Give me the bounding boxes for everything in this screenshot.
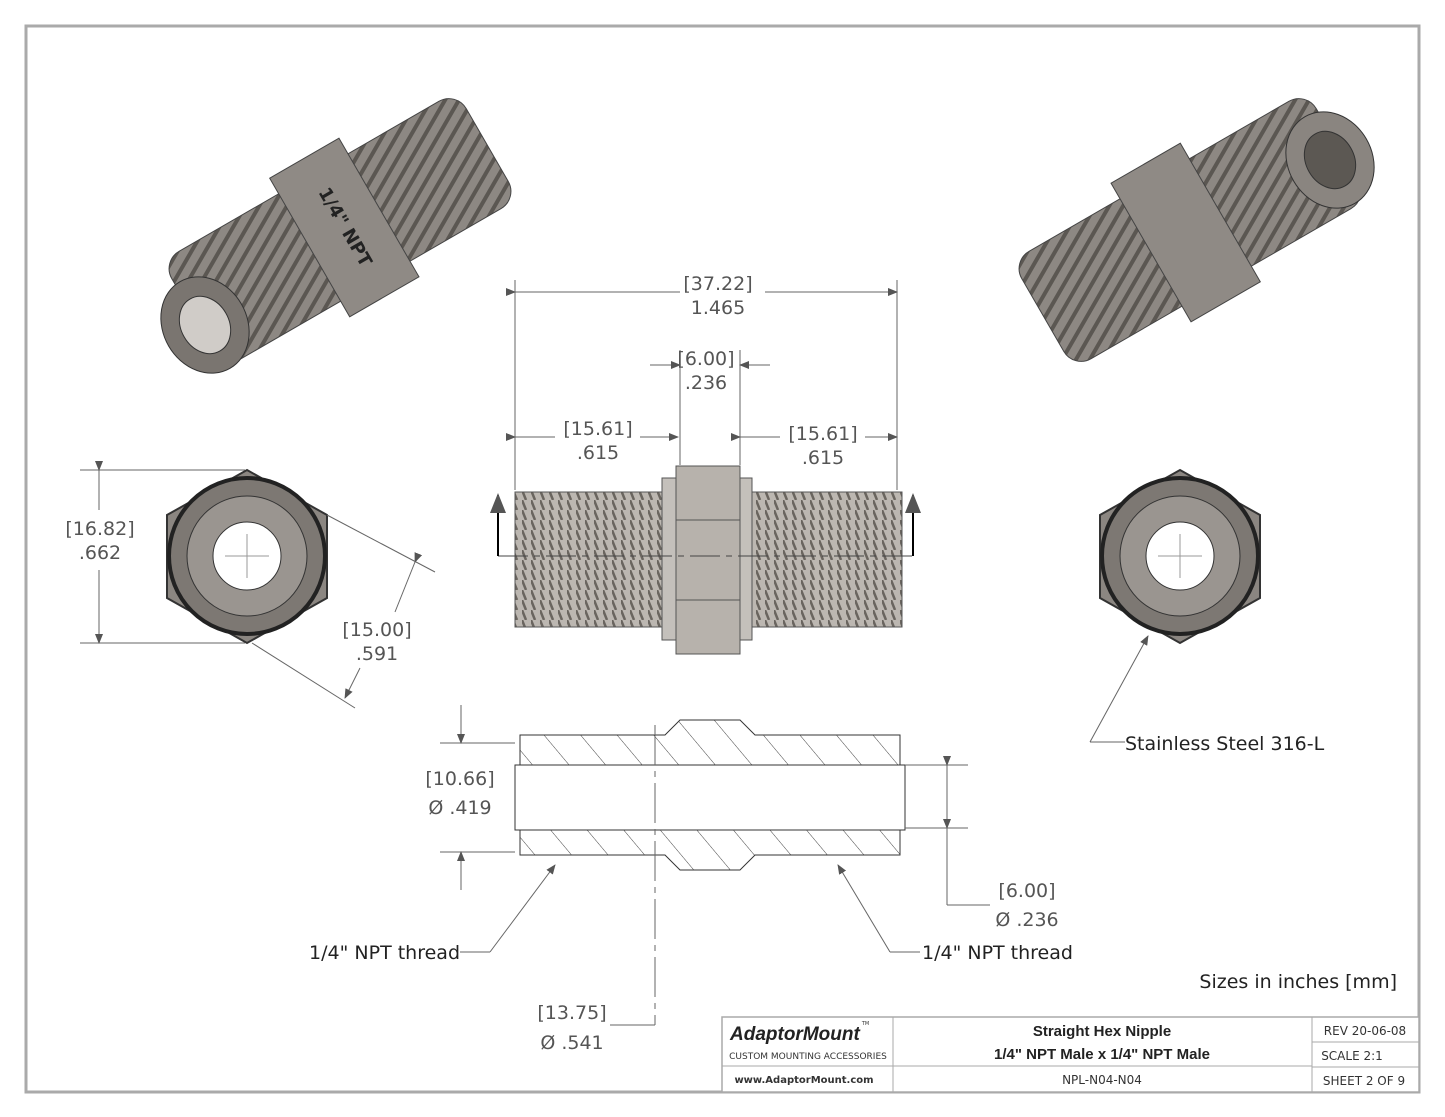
thread-note-left: 1/4" NPT thread bbox=[309, 942, 460, 964]
units-note: Sizes in inches [mm] bbox=[1199, 971, 1397, 993]
dim-overall-in: 1.465 bbox=[691, 297, 745, 319]
front-view bbox=[490, 465, 921, 655]
dim-outer-in: Ø .541 bbox=[540, 1032, 603, 1054]
dim-hex-width-mm: [6.00] bbox=[677, 348, 734, 370]
dim-hex-corner-in: .662 bbox=[79, 542, 121, 564]
sheet-number: SHEET 2 OF 9 bbox=[1323, 1074, 1405, 1088]
dimension-lines bbox=[80, 280, 1149, 1026]
drawing-title: Straight Hex Nipple bbox=[1033, 1023, 1171, 1040]
revision: REV 20-06-08 bbox=[1324, 1024, 1406, 1038]
dimension-labels: [37.22] 1.465 [6.00] .236 [15.61] .615 [… bbox=[65, 273, 1058, 1054]
dim-hex-flat-mm: [15.00] bbox=[342, 619, 411, 641]
dim-hex-corner-mm: [16.82] bbox=[65, 518, 134, 540]
dim-hex-width-in: .236 bbox=[685, 372, 727, 394]
dim-bore-mm: [10.66] bbox=[425, 768, 494, 790]
dim-left-thread-in: .615 bbox=[577, 442, 619, 464]
company-logo: AdaptorMount bbox=[729, 1024, 860, 1045]
dim-inner-in: Ø .236 bbox=[995, 909, 1058, 931]
dim-overall-mm: [37.22] bbox=[683, 273, 752, 295]
end-view-right bbox=[1099, 468, 1261, 645]
dim-right-thread-mm: [15.61] bbox=[788, 423, 857, 445]
dim-outer-mm: [13.75] bbox=[537, 1002, 606, 1024]
company-tagline: CUSTOM MOUNTING ACCESSORIES bbox=[729, 1052, 887, 1062]
drawing-subtitle: 1/4" NPT Male x 1/4" NPT Male bbox=[994, 1046, 1210, 1063]
part-number: NPL-N04-N04 bbox=[1062, 1073, 1142, 1087]
thread-note-right: 1/4" NPT thread bbox=[922, 942, 1073, 964]
isometric-view-right bbox=[1018, 98, 1375, 362]
section-view bbox=[514, 719, 906, 1025]
material-note: Stainless Steel 316-L bbox=[1125, 733, 1325, 755]
dim-left-thread-mm: [15.61] bbox=[563, 418, 632, 440]
title-block: AdaptorMount TM CUSTOM MOUNTING ACCESSOR… bbox=[721, 1016, 1420, 1093]
company-website: www.AdaptorMount.com bbox=[734, 1075, 873, 1086]
dim-hex-flat-in: .591 bbox=[356, 643, 398, 665]
dim-right-thread-in: .615 bbox=[802, 447, 844, 469]
dim-inner-mm: [6.00] bbox=[998, 880, 1055, 902]
scale: SCALE 2:1 bbox=[1321, 1049, 1383, 1063]
end-view-left bbox=[166, 468, 328, 645]
trademark: TM bbox=[861, 1021, 869, 1027]
dim-bore-in: Ø .419 bbox=[428, 797, 491, 819]
isometric-view-left: 1/4" NPT bbox=[160, 98, 512, 374]
